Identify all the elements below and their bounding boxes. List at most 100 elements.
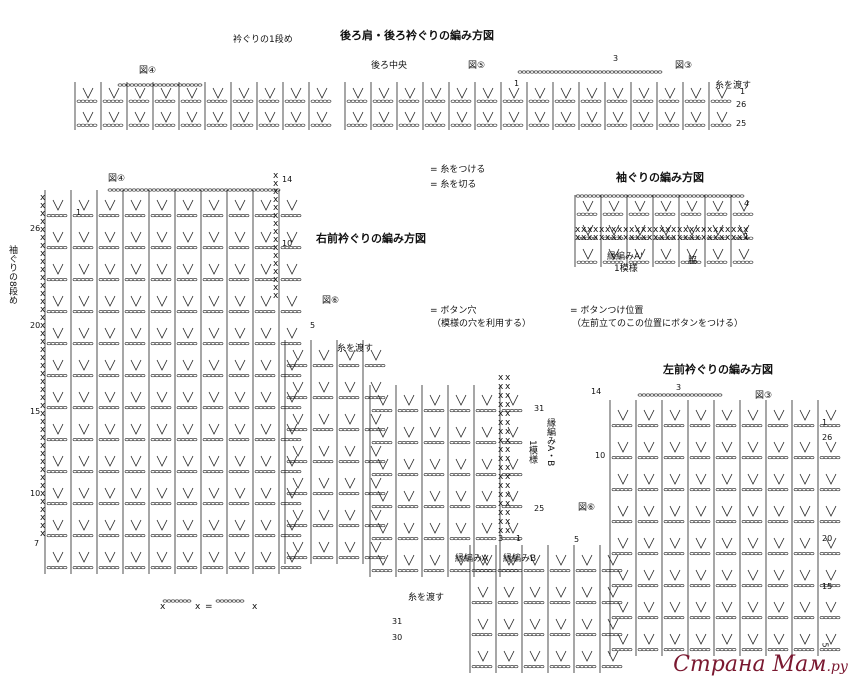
chain-stitch (819, 456, 825, 460)
chain-stitch (310, 99, 316, 103)
chain-stitch (523, 569, 529, 573)
stitch-mark: x (273, 203, 279, 213)
chain-stitch (693, 424, 699, 428)
chain-stitch (72, 438, 78, 442)
chain-stitch (615, 552, 621, 556)
v-stitch (825, 569, 837, 581)
v-stitch (290, 111, 302, 123)
chain-stitch (517, 441, 523, 445)
chain-stitch (666, 212, 672, 216)
chain-stitch (675, 194, 681, 198)
chain-stitch (111, 188, 117, 192)
chain-stitch (214, 123, 220, 127)
v-stitch (130, 295, 142, 307)
chain-stitch (723, 616, 729, 620)
chain-stitch (457, 441, 463, 445)
stitch-mark: x (725, 233, 731, 243)
chain-stitch (176, 374, 182, 378)
chain-stitch (210, 123, 216, 127)
chain-stitch (653, 70, 659, 74)
chain-stitch (192, 438, 198, 442)
chain-stitch (570, 123, 576, 127)
chain-stitch (110, 246, 116, 250)
chain-stitch (715, 584, 721, 588)
chain-stitch (192, 502, 198, 506)
chain-stitch (561, 665, 567, 669)
chain-stitch (648, 99, 654, 103)
v-stitch (607, 554, 619, 566)
chain-stitch (627, 648, 633, 652)
chain-stitch (140, 438, 146, 442)
chain-stitch (182, 599, 188, 603)
chain-stitch (240, 214, 246, 218)
chain-stitch (62, 470, 68, 474)
v-stitch (377, 426, 389, 438)
chain-stitch (637, 648, 643, 652)
chain-stitch (244, 374, 250, 378)
chain-stitch (641, 393, 647, 397)
chain-stitch (701, 393, 707, 397)
chain-stitch (262, 406, 268, 410)
v-stitch (286, 199, 298, 211)
stitch-mark: x (40, 201, 46, 211)
chain-stitch (131, 188, 137, 192)
v-stitch (747, 409, 759, 421)
chain-stitch (439, 473, 445, 477)
chain-stitch (647, 194, 653, 198)
stitch-mark: x (40, 521, 46, 531)
chain-stitch (653, 488, 659, 492)
chain-stitch (62, 214, 68, 218)
chain-stitch (132, 406, 138, 410)
chain-stitch (723, 648, 729, 652)
chain-stitch (783, 520, 789, 524)
v-stitch (507, 426, 519, 438)
chain-stitch (236, 438, 242, 442)
chain-stitch (475, 441, 481, 445)
chain-stitch (166, 310, 172, 314)
v-stitch (403, 490, 415, 502)
chain-stitch (342, 524, 348, 528)
chain-stitch (192, 534, 198, 538)
chain-stitch (587, 633, 593, 637)
chain-stitch (387, 505, 393, 509)
chain-stitch (688, 212, 694, 216)
chain-stitch (326, 99, 332, 103)
v-stitch (608, 248, 620, 260)
chain-stitch (155, 188, 161, 192)
chain-stitch (655, 194, 661, 198)
stitch-mark: x (40, 297, 46, 307)
chain-stitch (162, 214, 168, 218)
chain-stitch (123, 188, 129, 192)
chain-stitch (793, 552, 799, 556)
chain-stitch (218, 99, 224, 103)
left-front-title: 左前衿ぐりの編み方図 (663, 363, 773, 376)
chain-stitch (645, 424, 651, 428)
chain-stitch (258, 246, 264, 250)
chain-stitch (697, 552, 703, 556)
chain-stitch (316, 524, 322, 528)
chain-stitch (150, 502, 156, 506)
chain-stitch (753, 648, 759, 652)
chain-stitch (84, 310, 90, 314)
chain-stitch (653, 424, 659, 428)
chain-stitch (80, 246, 86, 250)
chain-stitch (284, 534, 290, 538)
chain-stitch (663, 616, 669, 620)
chain-stitch (244, 214, 250, 218)
chain-stitch (302, 364, 308, 368)
chain-stitch (207, 188, 213, 192)
chain-stitch (606, 99, 612, 103)
chain-stitch (110, 123, 116, 127)
lf-row-right-0: 1 (822, 418, 828, 427)
v-stitch (156, 391, 168, 403)
chain-stitch (76, 406, 82, 410)
chain-stitch (701, 488, 707, 492)
legend-button-pos: = ボタンつけ位置 (570, 306, 644, 316)
v-stitch (477, 586, 489, 598)
chain-stitch (528, 123, 534, 127)
v-stitch (78, 231, 90, 243)
chain-stitch (588, 260, 594, 264)
chain-stitch (314, 123, 320, 127)
chain-stitch (154, 534, 160, 538)
chain-stitch (513, 569, 519, 573)
